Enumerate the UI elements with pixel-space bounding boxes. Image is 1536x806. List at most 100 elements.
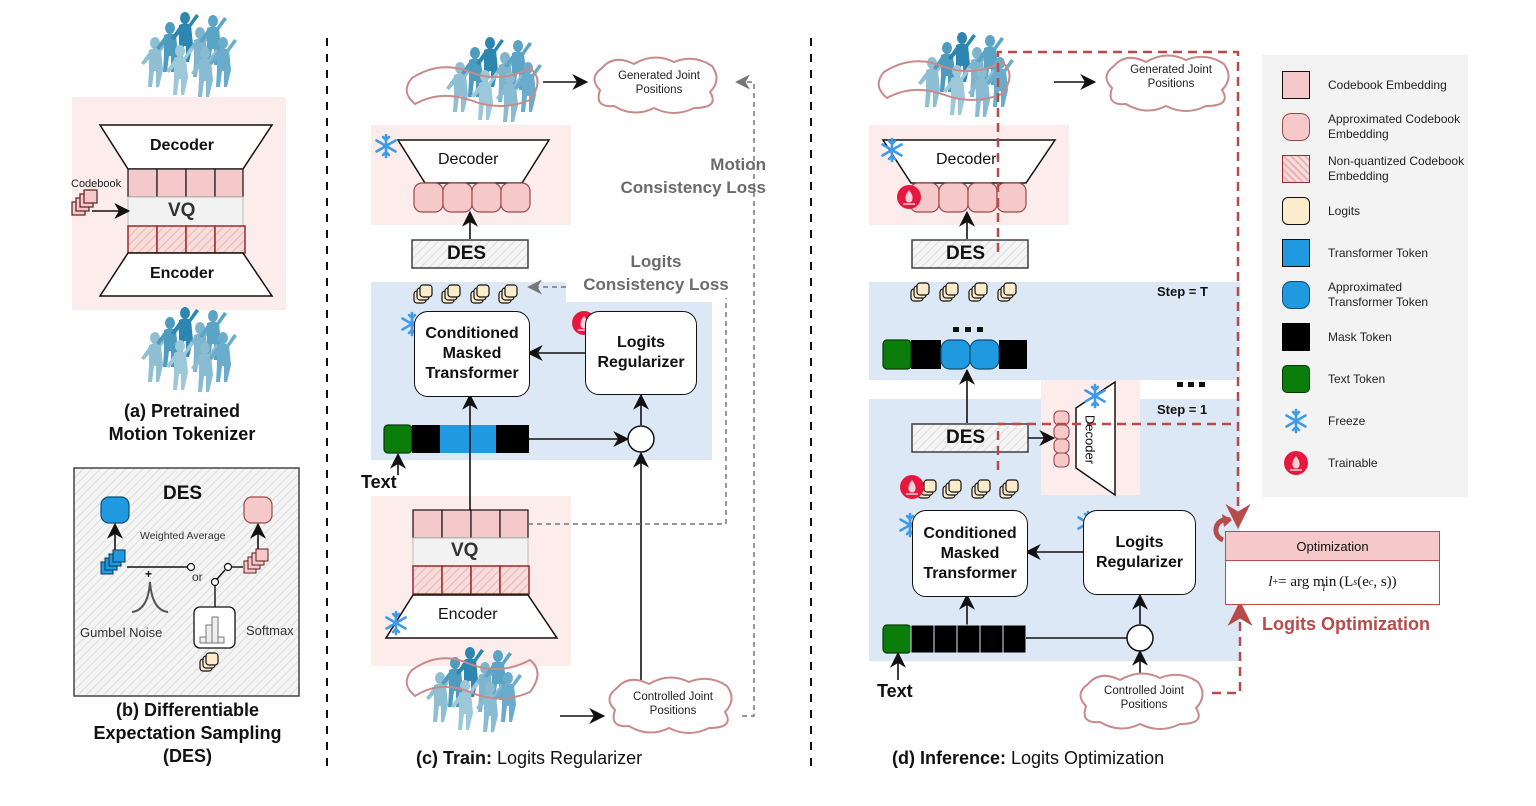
legend-item: Approximated Transformer Token (1262, 277, 1468, 317)
panel-b-caption-line3: (DES) (163, 746, 212, 766)
panel-d-step-t-ellipsis (953, 327, 983, 332)
formula-sub: l (1322, 582, 1326, 594)
panel-a-nonquantized-row (127, 225, 246, 254)
panel-b-caption-line2: Expectation Sampling (93, 723, 282, 743)
panel-c-loss-label-bg (566, 280, 746, 302)
panel-d-optimization-loop-top (996, 50, 1251, 529)
legend-label: Mask Token (1328, 329, 1392, 344)
panel-d-generated-joint-label: Generated Joint Positions (1130, 64, 1212, 90)
panel-c-nonquantized-row (412, 565, 530, 595)
panel-a-caption: (a) Pretrained Motion Tokenizer (82, 400, 282, 446)
panel-b-switch-node-left (186, 562, 196, 572)
legend-item: Codebook Embedding (1262, 67, 1468, 107)
panel-b-switch-node-bottom (210, 577, 220, 587)
panel-d-des-top-box (911, 239, 1029, 269)
panel-c-caption: (c) Train: Logits Regularizer (416, 748, 642, 769)
formula-lhs: l (1268, 573, 1273, 590)
panel-a-input-motion (141, 307, 237, 392)
legend-label: Logits (1328, 203, 1361, 218)
legend-label: Text Token (1328, 371, 1386, 386)
panel-a-output-motion (141, 12, 237, 97)
panel-c-motion-loss-line (735, 74, 755, 717)
panel-b-or-label: or (192, 570, 203, 584)
snowflake-icon (1285, 408, 1307, 434)
legend-label: Non-quantized Codebook Embedding (1328, 154, 1465, 183)
panel-c-token-row (383, 424, 529, 454)
panel-d-generated-motion (918, 32, 1014, 117)
panel-d-step-t-token-row (882, 339, 1027, 370)
legend-label: Freeze (1328, 413, 1366, 428)
panel-d-caption-rest: Logits Optimization (1006, 748, 1165, 768)
panel-d-caption-bold: (d) Inference: (892, 748, 1007, 768)
panel-d-step-1-label: Step = 1 (1157, 402, 1208, 417)
panel-b-caption: (b) Differentiable Expectation Sampling … (65, 699, 310, 768)
formula-rhs3: , s)) (1373, 573, 1397, 590)
panel-d-optimization-loop-step1 (996, 422, 1238, 470)
panel-c-joint-outline-top (405, 66, 539, 107)
panel-d-des-top-label: DES (946, 243, 986, 264)
panel-d-text-label: Text (877, 681, 913, 701)
panel-d-des-bottom-box (911, 423, 1029, 453)
panel-c-motion-loss-line2: Consistency Loss (620, 178, 767, 197)
panel-c-plus-node (627, 425, 655, 453)
legend-item: Mask Token (1262, 319, 1468, 359)
legend-item: Trainable (1262, 445, 1468, 485)
panel-b-plus-label: + (145, 567, 153, 581)
panel-a-vq-label: VQ (168, 200, 196, 221)
transformer-token-swatch (1282, 239, 1310, 267)
panel-b-histogram-icon (199, 616, 225, 644)
panel-b-switch-node-right (223, 562, 233, 572)
legend-item: Non-quantized Codebook Embedding (1262, 151, 1468, 191)
panel-c-encoder-label: Encoder (438, 606, 498, 623)
panel-d-cmt-box: Conditioned Masked Transformer (912, 510, 1028, 597)
legend-label: Codebook Embedding (1328, 77, 1447, 92)
panel-c-motion-loss-line1: Motion (710, 155, 766, 174)
formula-rhs-sub2: c (1368, 576, 1374, 588)
optimization-header: Optimization (1226, 532, 1439, 561)
panel-c-caption-rest: Logits Regularizer (492, 748, 643, 768)
panel-b-gumbel-curve (131, 581, 169, 613)
panel-b-gumbel-noise-label: Gumbel Noise (80, 625, 163, 640)
panel-a-caption-line1: (a) Pretrained (123, 401, 241, 421)
panel-a-codebook-label: Codebook (71, 178, 122, 190)
panel-b-token-stack (100, 549, 126, 575)
panel-c-joint-outline-bottom (405, 657, 539, 700)
approx-transformer-swatch (1282, 281, 1310, 309)
panel-c-approx-embedding-row (413, 182, 531, 213)
panel-c-des-label: DES (447, 243, 487, 264)
logits-swatch (1282, 197, 1310, 225)
formula-rhs-sub: s (1353, 576, 1358, 588)
panel-c-codebook-row (412, 509, 529, 539)
panel-c-cmt-box: Conditioned Masked Transformer (414, 311, 530, 397)
approx-codebook-swatch (1282, 113, 1310, 141)
panel-b-embedding-output (243, 496, 273, 524)
panel-d-joint-outline-top (877, 60, 1011, 101)
panel-a-vq-box (127, 196, 244, 227)
panel-d-step-1-token-row (882, 624, 1027, 654)
panel-d-decoder-label: Decoder (936, 151, 997, 168)
formula-sup: + (1272, 576, 1279, 588)
panel-a-encoder-label: Encoder (150, 265, 215, 282)
panel-d-logits-trainable-icon (899, 474, 925, 500)
panel-c-generated-joint-label: Generated Joint Positions (618, 70, 700, 96)
legend-item: Approximated Codebook Embedding (1262, 109, 1468, 149)
panel-d-steps-ellipsis (1177, 382, 1205, 387)
panel-d-embedding-trainable-icon (896, 184, 922, 210)
nonquantized-swatch (1282, 155, 1310, 183)
panel-d-des-bottom-label: DES (946, 427, 986, 448)
legend-item: Text Token (1262, 361, 1468, 401)
panel-d-approx-embedding-row (909, 182, 1027, 213)
formula-eq: = arg min (1278, 573, 1337, 590)
panel-c-text-label: Text (361, 472, 397, 492)
text-token-swatch (1282, 365, 1310, 393)
panel-d-side-decoder-label: Decoder (1082, 414, 1098, 465)
panel-a-codebook-stack-icon (71, 189, 98, 216)
panel-d-regularizer-box: Logits Regularizer (1083, 510, 1196, 595)
panel-c-logits-loss-line2: Consistency Loss (583, 275, 729, 294)
panel-b-token-output (100, 496, 130, 524)
legend-label: Trainable (1328, 455, 1378, 470)
panel-c-des-box (411, 239, 529, 269)
panel-d-side-embedding-column (1053, 410, 1070, 468)
